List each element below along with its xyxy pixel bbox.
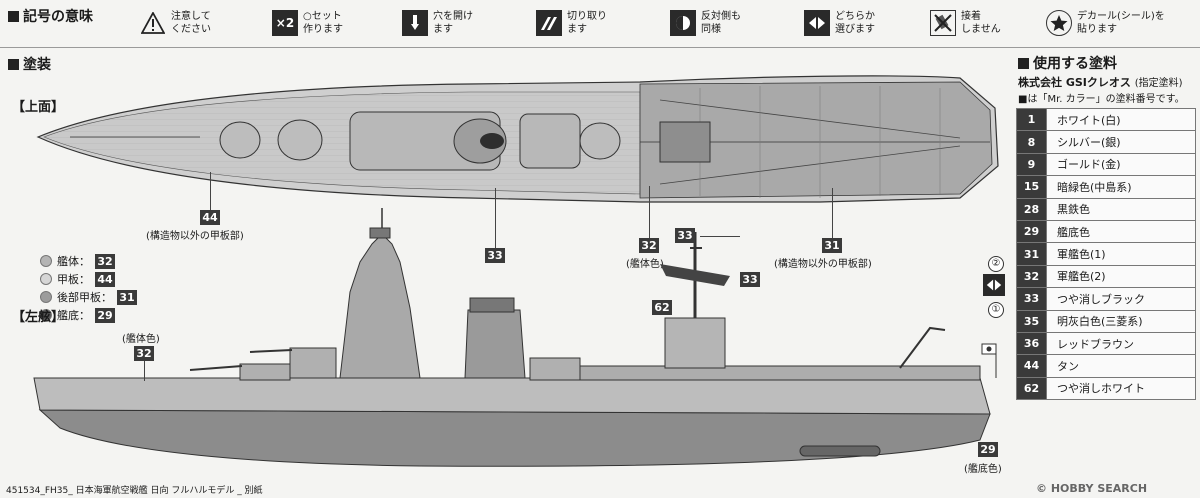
paint-number: 36 xyxy=(1016,331,1047,356)
paint-note: ■は「Mr. カラー」の塗料番号です。 xyxy=(1018,94,1185,105)
paint-name: 明灰白色(三菱系) xyxy=(1046,309,1196,333)
callout-hull-top-text: (艦体色) xyxy=(626,259,664,270)
paint-list-panel: 使用する塗料 株式会社 GSIクレオス (指定塗料) ■は「Mr. カラー」の塗… xyxy=(1014,52,1198,470)
paint-number: 15 xyxy=(1016,175,1047,199)
symbol-drill: 穴を開けます xyxy=(402,10,473,36)
callout-deck-num: 44 xyxy=(200,210,220,225)
paint-name: タン xyxy=(1046,354,1196,378)
symbol-no-glue: 接着しません xyxy=(930,10,1001,36)
symbol-legend-title: 記号の意味 xyxy=(8,6,93,26)
paint-list-title: 使用する塗料 xyxy=(1014,52,1198,74)
deck-swatch xyxy=(40,273,52,285)
swatch-row: 甲板：44 xyxy=(40,270,137,288)
paint-number: 33 xyxy=(1016,287,1047,311)
paint-number: 32 xyxy=(1016,264,1047,289)
bottom-swatch xyxy=(40,309,52,321)
symbol-cut: 切り取ります xyxy=(536,10,607,36)
swatch-row: 後部甲板：31 xyxy=(40,288,137,306)
paint-name: シルバー(銀) xyxy=(1046,130,1196,154)
ship-top-view xyxy=(36,75,999,203)
symbol-opposite: 反対側も同様 xyxy=(670,10,741,36)
paint-name: つや消しブラック xyxy=(1046,287,1196,311)
symbol-decal: デカール(シール)を貼ります xyxy=(1046,10,1165,36)
paint-name: ホワイト(白) xyxy=(1046,107,1196,132)
callout-bottom-num: 29 xyxy=(978,442,998,457)
paint-number: 62 xyxy=(1016,376,1047,401)
painting-title: 塗装 xyxy=(8,54,51,74)
ship-side-view xyxy=(33,208,997,467)
paint-name: つや消しホワイト xyxy=(1046,376,1196,401)
callout-deck-text: (構造物以外の甲板部) xyxy=(146,231,244,242)
paint-number: 35 xyxy=(1016,309,1047,333)
times-two-icon: ×2 xyxy=(272,10,298,36)
callout-crane-num: 62 xyxy=(652,300,672,315)
swatch-row: 艦体：32 xyxy=(40,252,137,270)
paint-name: 軍艦色(1) xyxy=(1046,242,1196,266)
callout-mast-num: 33 xyxy=(675,228,695,243)
callout-hull-side-num: 32 xyxy=(134,346,154,361)
no-glue-icon xyxy=(930,10,956,36)
cut-off-icon xyxy=(536,10,562,36)
paint-name: レッドブラウン xyxy=(1046,331,1196,356)
callout-bottom-text: (艦底色) xyxy=(964,464,1002,475)
symbol-choose: どちらか選びます xyxy=(804,10,875,36)
paint-number: 28 xyxy=(1016,197,1047,221)
swatch-row: 艦底：29 xyxy=(40,306,137,324)
paint-number: 31 xyxy=(1016,242,1047,266)
callout-bridge-num: 33 xyxy=(485,248,505,263)
callout-aft-deck-text: (構造物以外の甲板部) xyxy=(774,259,872,270)
callout-hull-side-text: (艦体色) xyxy=(122,334,160,345)
side-view-label: 【左舷】 xyxy=(12,310,65,325)
paint-name: 黒鉄色 xyxy=(1046,197,1196,221)
choose-either-icon xyxy=(804,10,830,36)
aft-deck-swatch xyxy=(40,291,52,303)
callout-mast-num-right: 33 xyxy=(740,272,760,287)
option-two-marker: ② xyxy=(988,256,1004,272)
symbol-times-two: ×2 ○セット作ります xyxy=(272,10,343,36)
option-one-marker: ① xyxy=(988,302,1004,318)
color-swatch-legend: 艦体：32 甲板：44 後部甲板：31 艦底：29 xyxy=(40,252,137,324)
opposite-side-icon xyxy=(670,10,696,36)
painting-diagram: 塗装 【上面】 44 (構造物以外の甲板部) 32 ( xyxy=(0,48,1010,478)
callout-aft-deck-num: 31 xyxy=(822,238,842,253)
paint-name: ゴールド(金) xyxy=(1046,152,1196,177)
paint-name: 軍艦色(2) xyxy=(1046,264,1196,289)
footer-code: 451534_FH35_ 日本海軍航空戦艦 日向 フルハルモデル _ 別紙 xyxy=(6,486,263,496)
choose-either-icon xyxy=(983,274,1005,296)
drill-hole-icon xyxy=(402,10,428,36)
paint-number: 1 xyxy=(1016,107,1047,132)
caution-icon xyxy=(140,10,166,36)
paint-number: 44 xyxy=(1016,354,1047,378)
hull-swatch xyxy=(40,255,52,267)
decal-icon xyxy=(1046,10,1072,36)
watermark: © HOBBY SEARCH xyxy=(1036,482,1148,495)
paint-name: 艦底色 xyxy=(1046,219,1196,244)
symbol-legend: 記号の意味 注意してください ×2 ○セット作ります 穴を開けます 切り取ります… xyxy=(0,0,1200,48)
paint-name: 暗緑色(中島系) xyxy=(1046,175,1196,199)
paint-number: 8 xyxy=(1016,130,1047,154)
paint-brand: 株式会社 GSIクレオス (指定塗料) xyxy=(1018,76,1183,89)
symbol-caution: 注意してください xyxy=(140,10,211,36)
callout-hull-top-num: 32 xyxy=(639,238,659,253)
top-view-label: 【上面】 xyxy=(12,100,65,115)
paint-number: 9 xyxy=(1016,152,1047,177)
paint-number: 29 xyxy=(1016,219,1047,244)
